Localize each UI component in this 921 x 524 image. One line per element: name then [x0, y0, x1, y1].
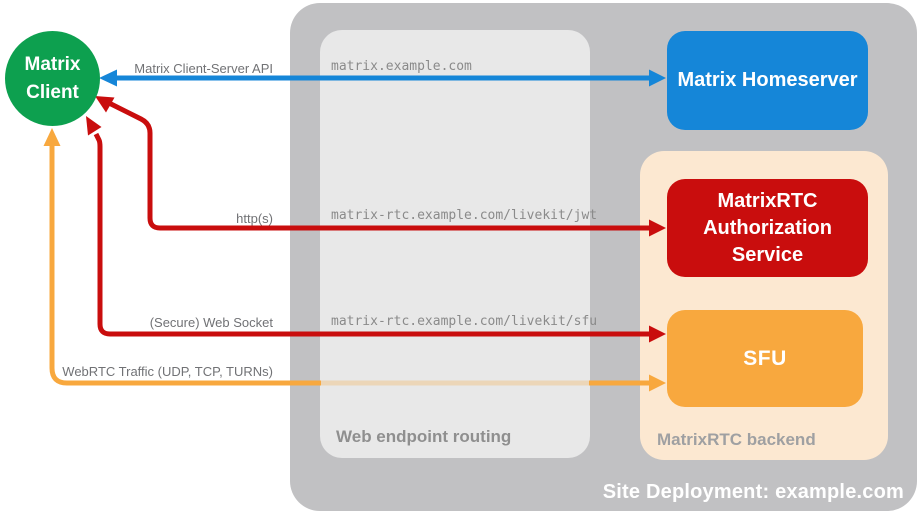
site-deployment-label: Site Deployment: example.com — [602, 481, 904, 503]
matrixrtc-backend-label: MatrixRTC backend — [657, 430, 816, 449]
endpoint-matrix-domain: matrix.example.com — [331, 59, 472, 74]
matrix-homeserver-label: Matrix Homeserver — [677, 69, 858, 91]
matrixrtc-authorization-service-label: MatrixRTC Authorization Service — [703, 189, 832, 266]
web-endpoint-routing-box: Web endpoint routing — [320, 30, 590, 458]
matrix-client-node: Matrix Client — [5, 31, 100, 126]
sfu-node: SFU — [667, 310, 863, 407]
matrix-client-label-line1: Matrix — [24, 53, 81, 75]
client-server-api-label: Matrix Client-Server API — [134, 61, 273, 76]
https-label: http(s) — [236, 211, 273, 226]
websocket-label: (Secure) Web Socket — [149, 315, 273, 330]
matrix-client-label-line2: Client — [26, 81, 79, 103]
sfu-label: SFU — [743, 346, 787, 370]
webrtc-traffic-label: WebRTC Traffic (UDP, TCP, TURNs) — [62, 364, 273, 379]
endpoint-livekit-sfu: matrix-rtc.example.com/livekit/sfu — [331, 314, 598, 329]
endpoint-livekit-jwt: matrix-rtc.example.com/livekit/jwt — [331, 208, 598, 223]
matrix-homeserver-node: Matrix Homeserver — [667, 31, 868, 130]
web-endpoint-routing-label: Web endpoint routing — [336, 427, 512, 446]
matrixrtc-authorization-service-node: MatrixRTC Authorization Service — [667, 179, 868, 277]
